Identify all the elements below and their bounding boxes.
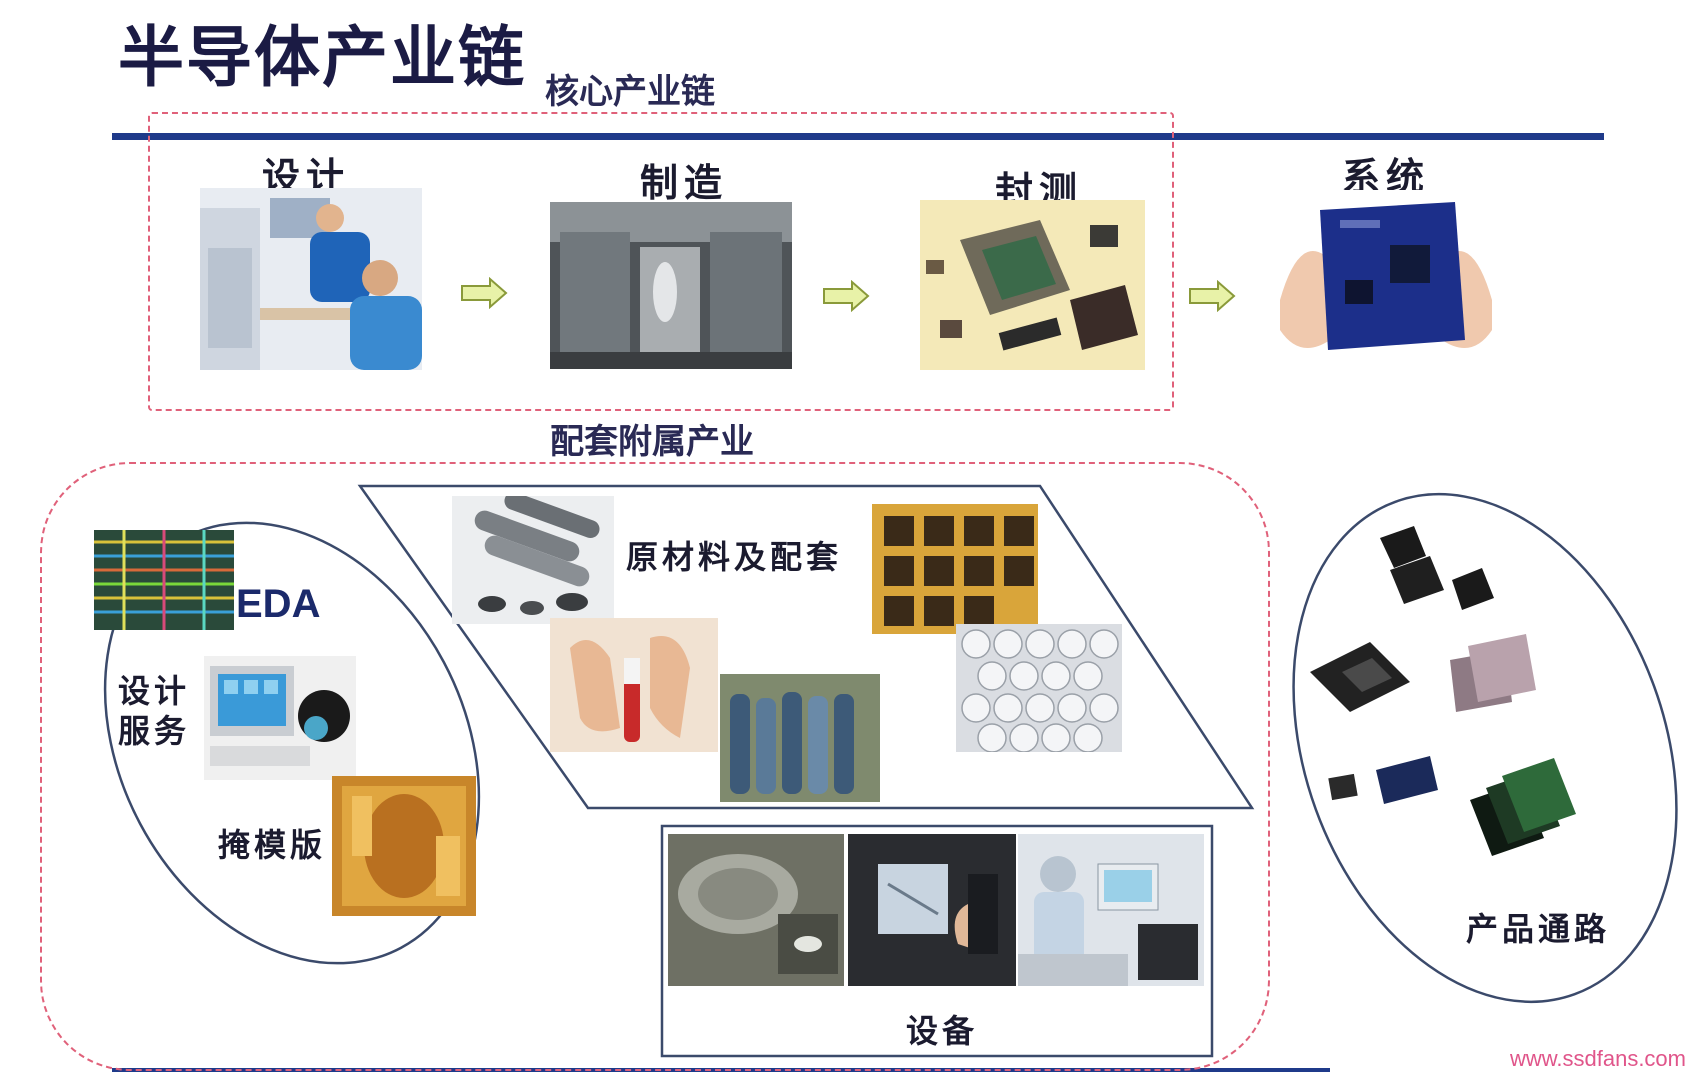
system-board-photo: [1270, 190, 1502, 376]
core-chain-box: [148, 112, 1174, 411]
eda-label: EDA: [236, 582, 321, 626]
packaging-photo: [920, 200, 1145, 370]
equipment-photo-2: [848, 834, 1016, 986]
equipment-photo-1: [668, 834, 844, 986]
core-chain-label: 核心产业链: [545, 72, 715, 112]
design-photo: [200, 188, 422, 370]
product-chips: [1310, 526, 1576, 856]
arrow-packaging-to-system-icon: [1188, 280, 1236, 312]
design-service-photo: [204, 656, 356, 780]
arrow-design-to-fab-icon: [460, 277, 508, 309]
fab-photo: [550, 202, 792, 369]
equipment-label: 设备: [906, 1012, 979, 1050]
chemicals-photo: [550, 618, 718, 752]
design-service-label-line1: 设计: [118, 672, 191, 710]
lead-frame-photo: [872, 504, 1038, 634]
stage-manufacturing: 制造: [640, 160, 729, 205]
gas-cylinders-photo: [720, 674, 880, 802]
materials-parallelogram: [357, 484, 1255, 810]
support-industry-label: 配套附属产业: [550, 422, 754, 462]
product-channel-label: 产品通路: [1466, 910, 1611, 948]
design-service-label-line2: 服务: [118, 712, 191, 750]
green-chip-stack-icon: [1470, 758, 1576, 856]
equipment-photo-3: [1018, 834, 1204, 986]
equipment-box: [660, 824, 1214, 1058]
ceramic-package-icon: [1450, 634, 1536, 712]
bga-chip-icon: [1310, 642, 1410, 712]
product-channel-ellipse: [1292, 492, 1678, 1004]
support-industry-box: [40, 462, 1270, 1071]
mask-photo: [332, 776, 476, 916]
eda-photo: [94, 530, 234, 630]
arrow-fab-to-packaging-icon: [822, 280, 870, 312]
chip-icon: [1380, 526, 1494, 610]
materials-label: 原材料及配套: [626, 538, 843, 576]
wafer-carrier-photo: [956, 624, 1122, 752]
wafer-ingot-photo: [452, 496, 614, 624]
top-rule: [112, 133, 1604, 140]
page-title: 半导体产业链: [118, 19, 526, 96]
watermark: www.ssdfans.com: [1509, 1046, 1686, 1071]
mask-label: 掩模版: [218, 826, 327, 864]
small-ic-icon: [1328, 756, 1438, 804]
